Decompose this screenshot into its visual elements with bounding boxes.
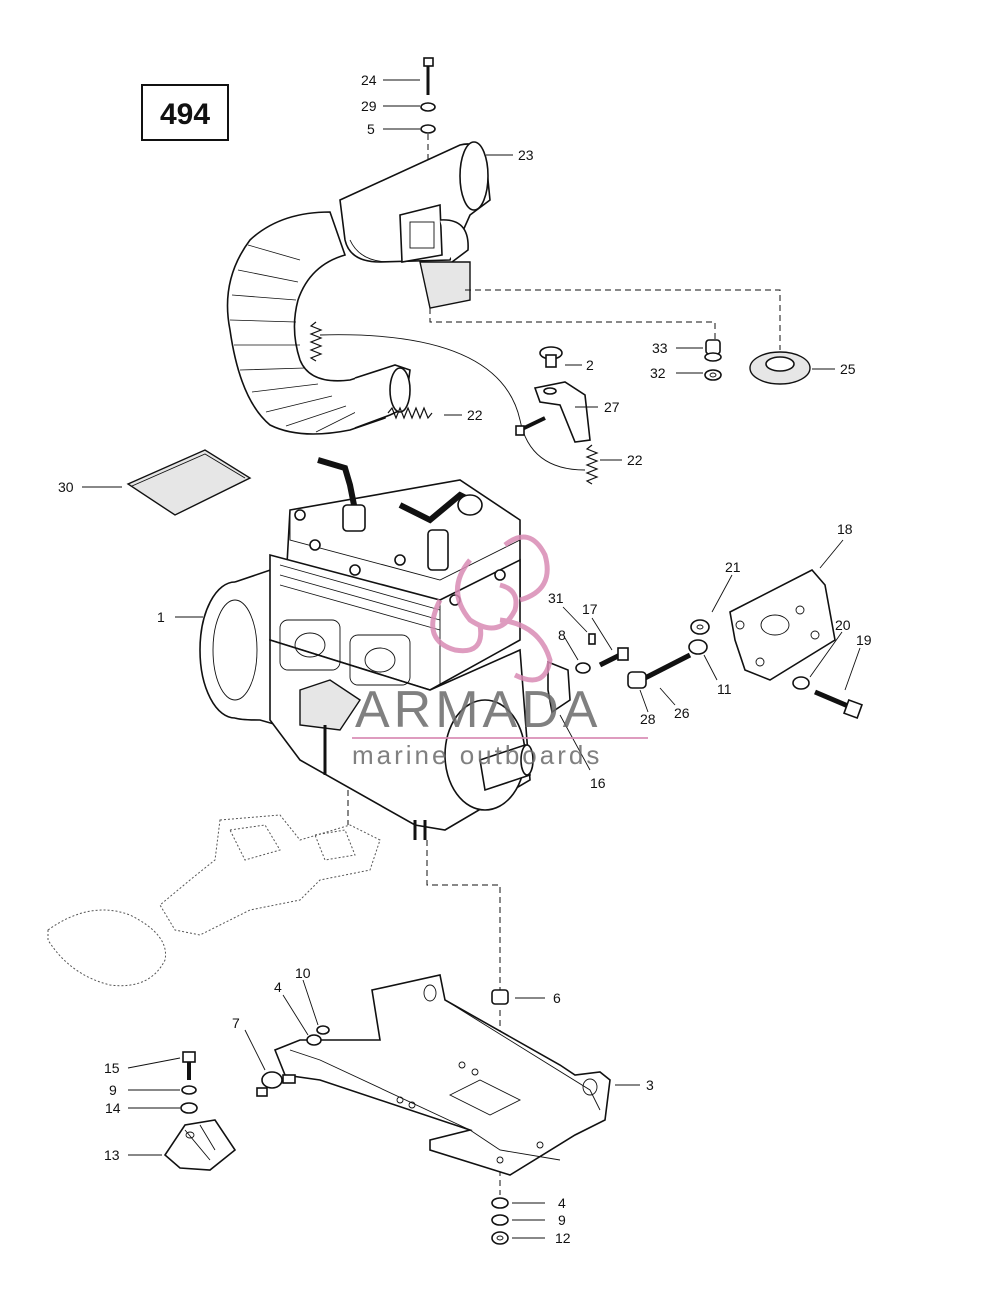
callout-23: 23	[518, 147, 534, 163]
leader-lines	[82, 79, 861, 1239]
exhaust-pipe-curved	[226, 211, 411, 435]
callout-1: 1	[157, 609, 165, 625]
callout-labels: 24 29 5 23 2 33 32 25 27 22 22 30 18 1 3…	[58, 72, 872, 1246]
callout-26: 26	[674, 705, 690, 721]
callout-3: 3	[646, 1077, 654, 1093]
spacer-6	[491, 989, 509, 1005]
armada-logo-icon	[430, 534, 553, 683]
callout-9-lower: 9	[558, 1212, 566, 1228]
engine-base-plate	[273, 974, 611, 1176]
pin-31-bolt-17	[588, 633, 629, 668]
callout-19: 19	[856, 632, 872, 648]
callout-17: 17	[582, 601, 598, 617]
callout-14: 14	[105, 1100, 121, 1116]
watermark-brand: ARMADA	[355, 681, 601, 739]
callout-2: 2	[586, 357, 594, 373]
callout-7: 7	[232, 1015, 240, 1031]
lower-left-fastener-stack	[180, 1051, 198, 1114]
callout-27: 27	[604, 399, 620, 415]
callout-5: 5	[367, 121, 375, 137]
engine-mount-bracket-18	[729, 569, 836, 681]
callout-11: 11	[717, 681, 732, 697]
spring-upper	[387, 406, 433, 420]
callout-4-upper: 4	[274, 979, 282, 995]
nut-11	[688, 639, 708, 655]
washer-8	[575, 662, 591, 674]
bottom-fastener-stack	[491, 1197, 509, 1245]
watermark-tagline: marine outboards	[352, 740, 602, 770]
callout-4-lower: 4	[558, 1195, 566, 1211]
callout-13: 13	[104, 1147, 120, 1163]
page-number-box: 494	[141, 84, 229, 141]
rubber-grommet-25	[749, 351, 811, 385]
callout-21: 21	[725, 559, 741, 575]
exhaust-muffler	[339, 141, 491, 309]
callout-31: 31	[548, 590, 564, 606]
callout-22-upper: 22	[467, 407, 483, 423]
spacer-16	[547, 660, 571, 714]
watermark: ARMADA marine outboards	[352, 534, 648, 770]
base-bolt-10-washer-4	[306, 1025, 330, 1046]
callout-9-left: 9	[109, 1082, 117, 1098]
page-number: 494	[160, 98, 210, 131]
callout-18: 18	[837, 521, 853, 537]
bolt-19	[814, 689, 863, 719]
callout-22-lower: 22	[627, 452, 643, 468]
nut-21	[690, 619, 710, 635]
callout-20: 20	[835, 617, 851, 633]
callout-33: 33	[652, 340, 668, 356]
callout-30: 30	[58, 479, 74, 495]
callout-28: 28	[640, 711, 656, 727]
spring-vertical-left	[309, 321, 323, 362]
gasket-sheet-30	[126, 449, 252, 516]
mount-bracket-13	[163, 1119, 237, 1171]
callout-24: 24	[361, 72, 377, 88]
callout-8: 8	[558, 627, 566, 643]
callout-6: 6	[553, 990, 561, 1006]
callout-25: 25	[840, 361, 856, 377]
rubber-mount-7	[256, 1071, 296, 1097]
callout-29: 29	[361, 98, 377, 114]
callout-10: 10	[295, 965, 311, 981]
washer-20	[792, 676, 810, 690]
callout-12: 12	[555, 1230, 571, 1246]
callout-16: 16	[590, 775, 606, 791]
stud-26	[627, 652, 692, 689]
bracket-27	[515, 346, 591, 443]
callout-15: 15	[104, 1060, 120, 1076]
grommet-stack	[704, 339, 722, 381]
spring-vertical-right	[585, 444, 599, 485]
callout-32: 32	[650, 365, 666, 381]
exhaust-manifold-outline	[47, 814, 381, 987]
engine-block	[199, 457, 534, 840]
